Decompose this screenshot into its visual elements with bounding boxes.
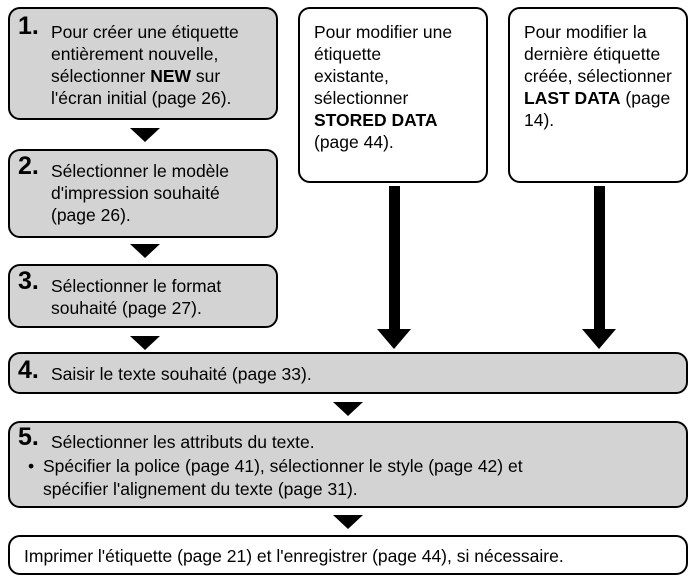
- step-5-line-1: Sélectionner les attributs du texte.: [51, 432, 315, 452]
- step-1-line-1: Pour créer une étiquette: [51, 22, 239, 42]
- stored-line-6: (page 44).: [314, 132, 394, 152]
- last-line-2: dernière étiquette: [524, 44, 661, 64]
- last-line-5: 14).: [524, 110, 555, 130]
- stored-arrow-head: [377, 329, 411, 349]
- last-line-4: LAST DATA (page: [524, 88, 671, 108]
- arrow-4-to-5: [333, 402, 363, 416]
- step-4-number: 4.: [18, 356, 39, 384]
- step-1-line-4: l'écran initial (page 26).: [51, 88, 232, 108]
- step-1-line-3: sélectionner NEW sur: [51, 66, 221, 86]
- arrow-2-to-3: [130, 244, 160, 258]
- step-5-line-3: spécifier l'alignement du texte (page 31…: [43, 479, 358, 499]
- step-2-line-1: Sélectionner le modèle: [51, 161, 230, 181]
- last-data-box: Pour modifier la dernière étiquette créé…: [508, 7, 688, 183]
- new-keyword: NEW: [150, 66, 192, 86]
- final-text: Imprimer l'étiquette (page 21) et l'enre…: [24, 546, 564, 566]
- step-1-line-2: entièrement nouvelle,: [51, 44, 219, 64]
- stored-line-1: Pour modifier une: [314, 22, 453, 42]
- arrow-3-to-4: [130, 336, 160, 350]
- step-3-number: 3.: [18, 267, 39, 295]
- last-arrow-head: [582, 329, 616, 349]
- last-data-keyword: LAST DATA: [524, 88, 621, 108]
- last-line-1: Pour modifier la: [524, 22, 647, 42]
- step-3-box: 3. Sélectionner le format souhaité (page…: [8, 264, 278, 328]
- step-2-line-3: (page 26).: [51, 205, 131, 225]
- step-4-text: Saisir le texte souhaité (page 33).: [51, 364, 312, 384]
- stored-line-4: sélectionner: [314, 88, 409, 108]
- step-4-box: 4. Saisir le texte souhaité (page 33).: [8, 352, 688, 394]
- step-1-box: 1. Pour créer une étiquette entièrement …: [8, 7, 278, 120]
- step-2-number: 2.: [18, 152, 39, 180]
- final-box: Imprimer l'étiquette (page 21) et l'enre…: [8, 535, 688, 575]
- stored-line-3: existante,: [314, 66, 389, 86]
- step-5-number: 5.: [18, 423, 39, 451]
- step-1-number: 1.: [18, 12, 39, 40]
- stored-line-2: étiquette: [314, 44, 382, 64]
- step-3-line-1: Sélectionner le format: [51, 276, 222, 296]
- last-line-3: créée, sélectionner: [524, 66, 672, 86]
- step-2-line-2: d'impression souhaité: [51, 183, 220, 203]
- last-arrow-shaft: [594, 186, 605, 329]
- stored-data-box: Pour modifier une étiquette existante, s…: [298, 7, 488, 183]
- step-5-line-2: Spécifier la police (page 41), sélection…: [43, 456, 523, 476]
- step-3-line-2: souhaité (page 27).: [51, 298, 202, 318]
- stored-arrow-shaft: [389, 186, 400, 329]
- step-2-box: 2. Sélectionner le modèle d'impression s…: [8, 149, 278, 238]
- arrow-5-to-final: [333, 515, 363, 529]
- step-5-bullet: •: [28, 456, 35, 476]
- arrow-1-to-2: [130, 128, 160, 142]
- step-5-box: 5. Sélectionner les attributs du texte. …: [8, 421, 688, 508]
- stored-data-keyword: STORED DATA: [314, 110, 438, 130]
